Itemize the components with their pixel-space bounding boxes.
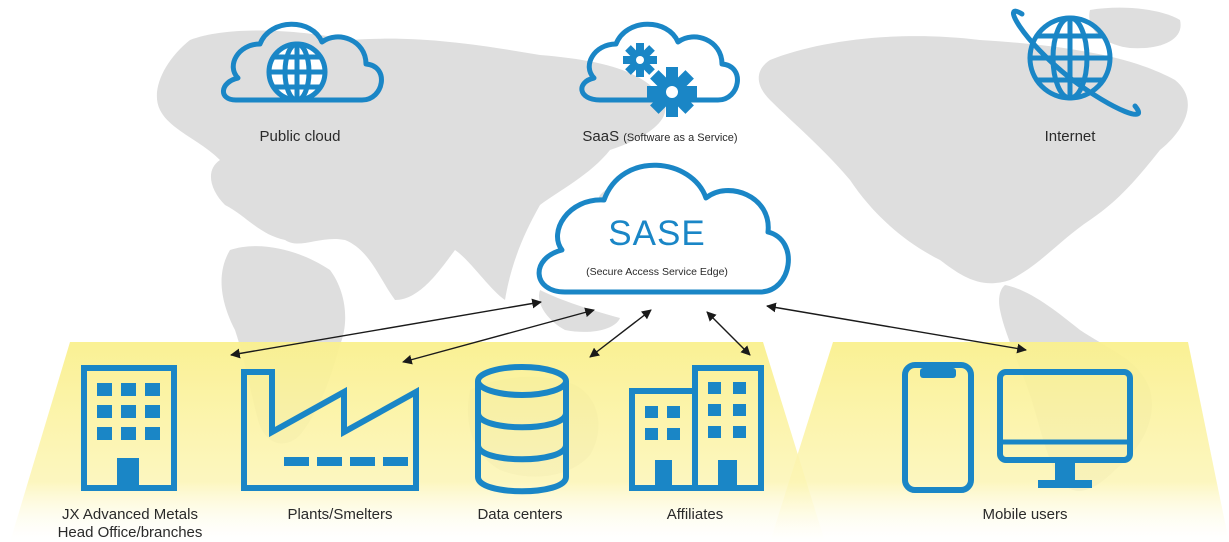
cloud-gears-icon [579,21,740,117]
affiliates-label: Affiliates [640,506,750,524]
plants-text: Plants/Smelters [287,506,393,523]
office-building-icon [81,365,177,491]
sase-title: SASE [608,214,706,253]
public-cloud-label: Public cloud [220,128,380,146]
head-office-label: JX Advanced Metals Head Office/branches [40,506,220,542]
plants-label: Plants/Smelters [260,506,420,524]
arrow-plants [402,307,595,365]
arrow-affiliates [706,311,751,356]
sase-subtitle: (Secure Access Service Edge) [586,266,728,278]
smartphone-monitor-icon [902,362,1133,493]
mobile-users-text: Mobile users [982,506,1068,523]
saas-note: (Software as a Service) [623,132,738,144]
arrow-data-centers [589,309,652,358]
gear-icon [623,43,657,77]
internet-label: Internet [1020,128,1120,146]
arrow-mobile-users [766,302,1027,354]
head-office-line1: JX Advanced Metals [62,506,198,523]
internet-text: Internet [1044,128,1096,145]
database-icon [475,364,569,495]
saas-text: SaaS [582,128,620,145]
head-office-line2: Head Office/branches [57,524,203,541]
factory-icon [241,369,419,491]
saas-label: SaaS (Software as a Service) [540,128,780,147]
gear-icon [647,67,697,117]
connection-arrows [230,298,1027,365]
buildings-icon [629,365,764,491]
cloud-icon [536,162,791,295]
cloud-globe-icon [221,21,384,103]
smartphone-icon [902,362,974,493]
globe-orbit-icon [1010,8,1141,117]
mobile-users-label: Mobile users [960,506,1090,524]
monitor-icon [997,369,1133,488]
public-cloud-text: Public cloud [259,128,341,145]
data-centers-text: Data centers [477,506,563,523]
affiliates-text: Affiliates [666,506,724,523]
data-centers-label: Data centers [450,506,590,524]
